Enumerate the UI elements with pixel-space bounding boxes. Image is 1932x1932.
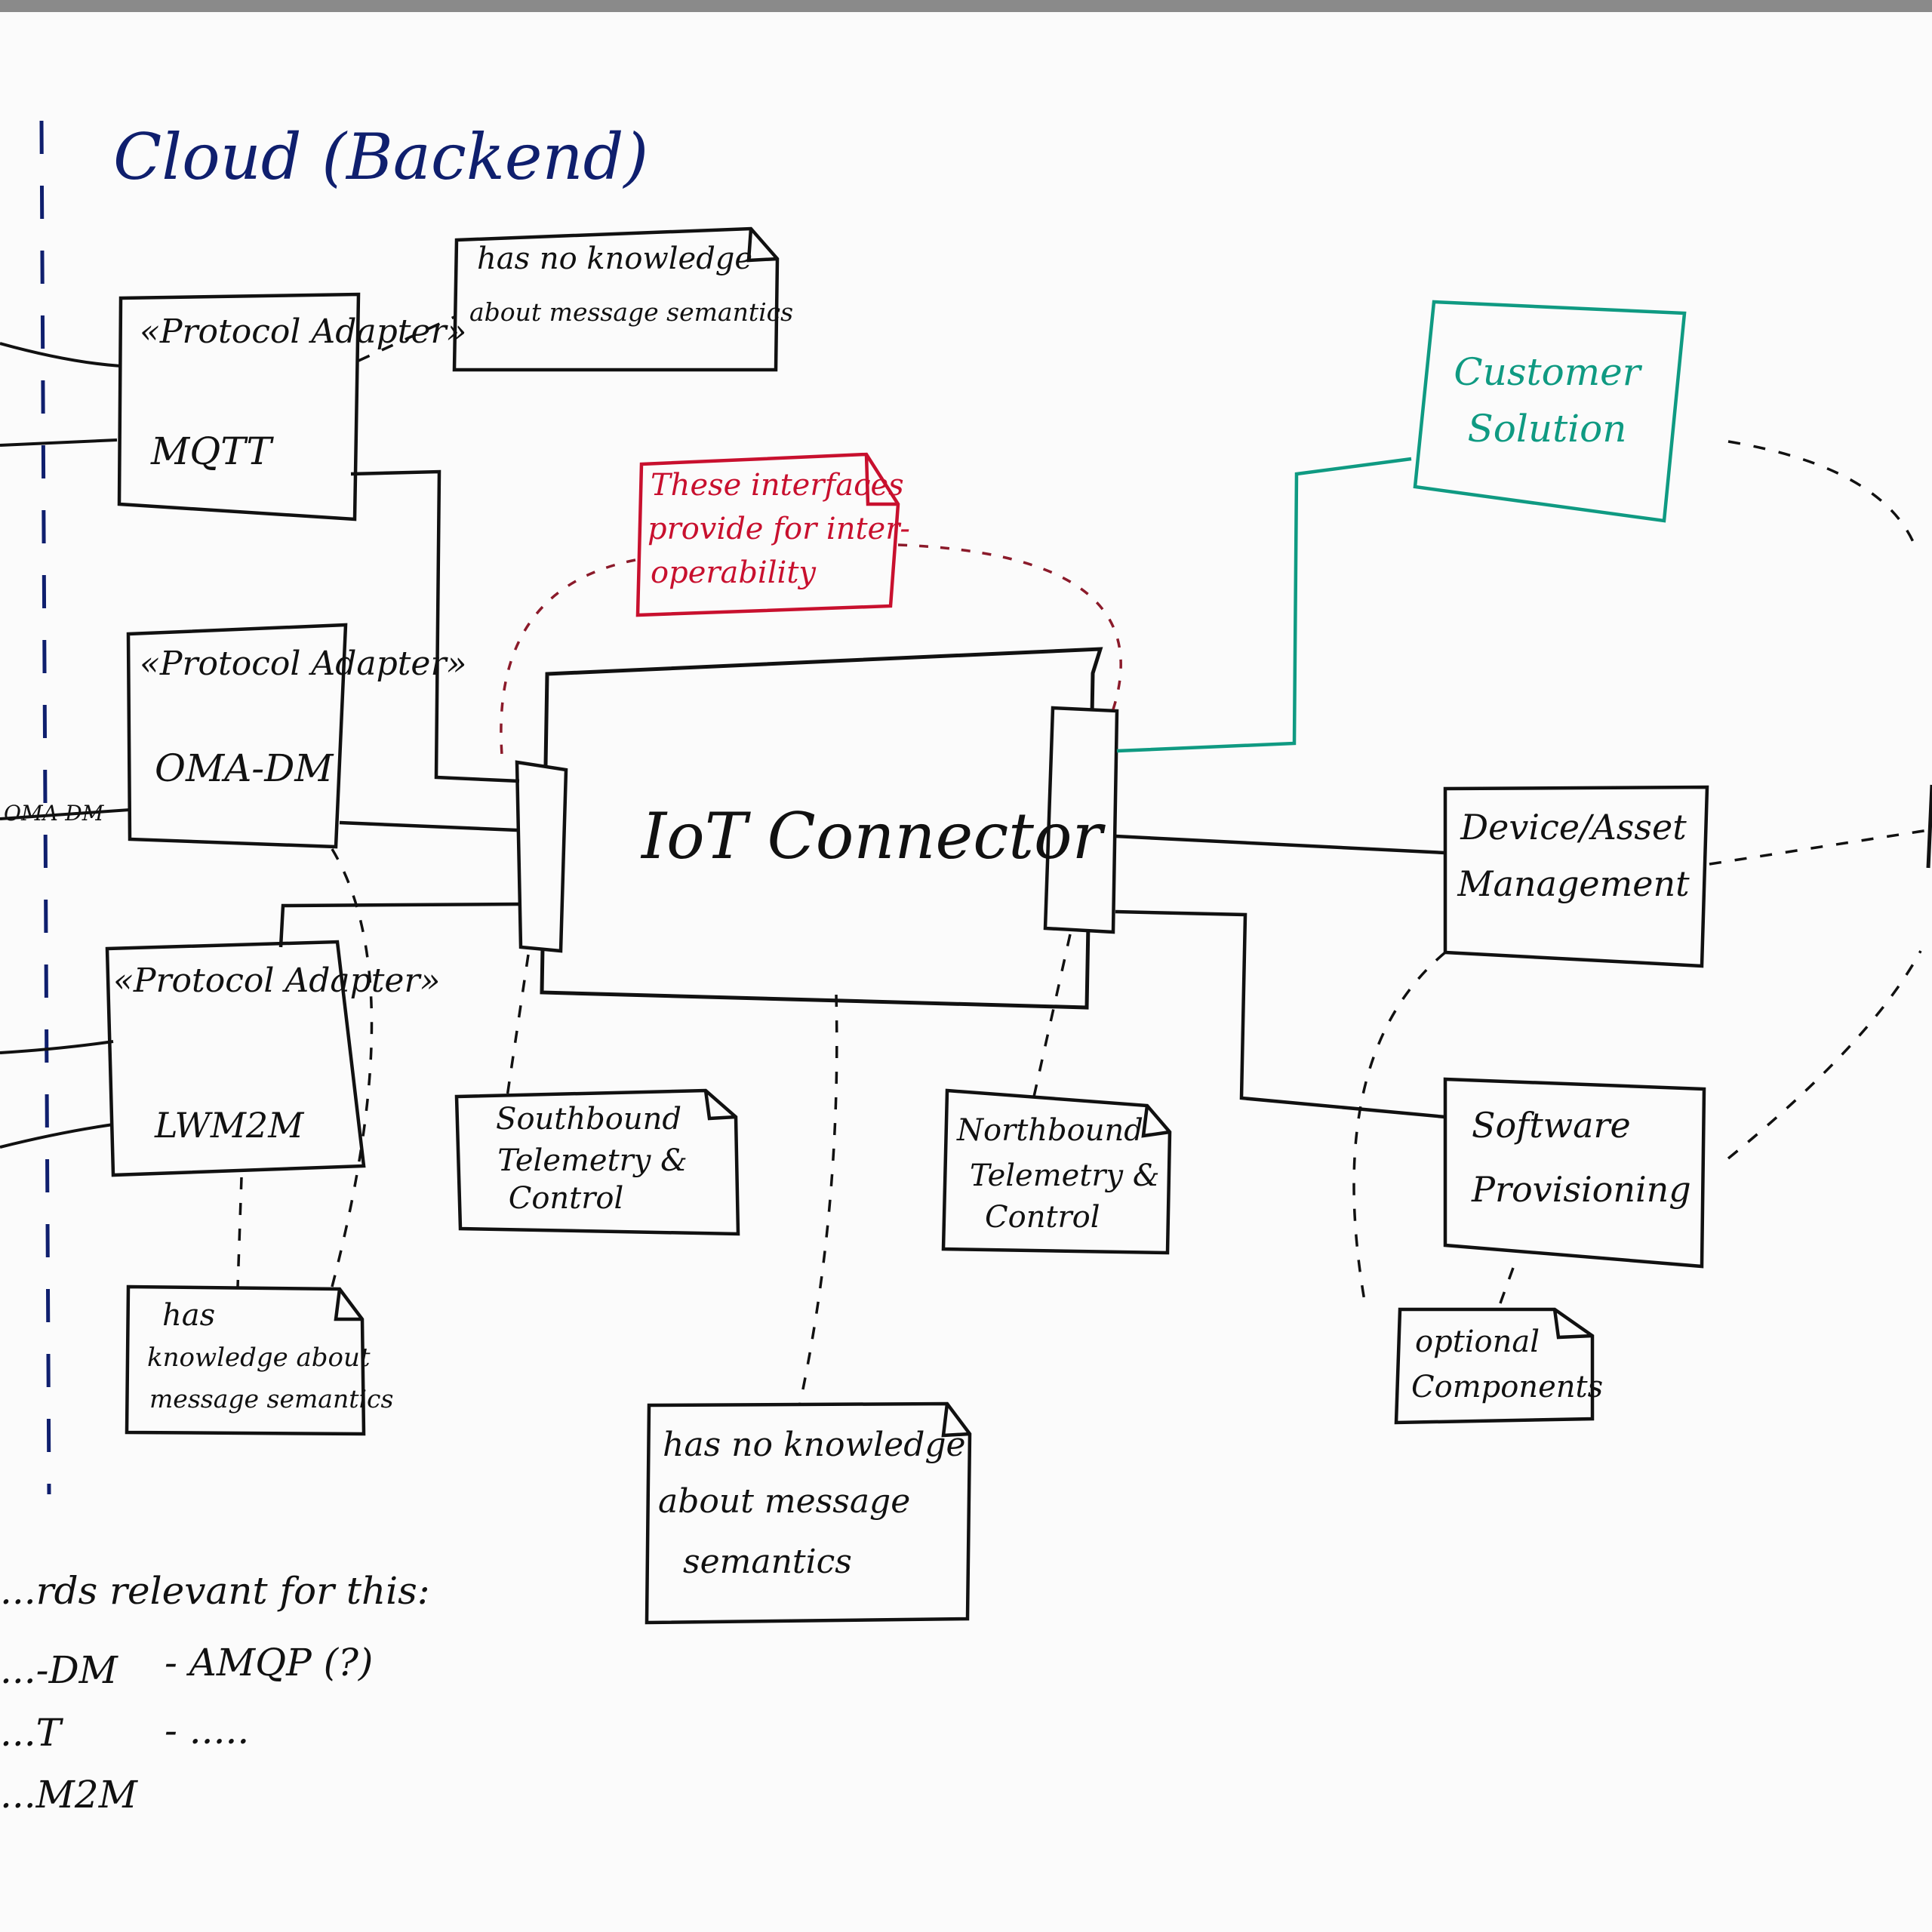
dash-connector-bottom <box>798 994 838 1404</box>
device-mgmt-label-2: Management <box>1457 863 1690 904</box>
note-connector-bottom-fold <box>941 1403 971 1438</box>
edge-label-omadm: OMA-DM <box>4 801 104 826</box>
note-adapter-bottom-line1: has <box>162 1298 216 1333</box>
note-adapter-bottom-line2: knowledge about <box>147 1343 371 1373</box>
board-frame <box>0 0 1932 12</box>
note-northbound-line3: Control <box>985 1200 1100 1235</box>
note-connector-bottom-line2: about message <box>658 1482 911 1521</box>
note-optional-line1: optional <box>1415 1324 1540 1359</box>
note-optional-line2: Components <box>1411 1370 1604 1404</box>
note-adapter-bottom-line3: message semantics <box>149 1384 394 1414</box>
dash-interop-south <box>500 558 636 755</box>
standards-left-1: ...-DM <box>0 1648 118 1692</box>
dash-southbound <box>506 954 530 1097</box>
note-interop-fold <box>864 454 898 506</box>
northbound-port <box>1043 706 1119 934</box>
dash-northbound <box>1032 934 1072 1097</box>
note-adapter-top <box>452 226 780 372</box>
note-connector-bottom-line3: semantics <box>683 1543 852 1581</box>
customer-label-1: Customer <box>1454 350 1641 394</box>
note-interop-line1: These interfaces <box>651 468 904 503</box>
note-adapter-top-line1: has no knowledge <box>477 242 753 276</box>
note-southbound <box>454 1088 740 1236</box>
note-adapter-top-fold <box>746 228 778 263</box>
note-optional <box>1394 1307 1595 1425</box>
note-southbound-line2: Telemetry & <box>497 1143 688 1178</box>
device-management-box <box>1443 785 1709 968</box>
diagram-title: Cloud (Backend) <box>113 120 649 194</box>
note-southbound-line3: Control <box>508 1181 624 1216</box>
adapter-box-mqtt <box>117 292 361 521</box>
southbound-port <box>515 760 568 953</box>
dash-interop-north <box>897 543 1122 710</box>
note-interop-line2: provide for inter- <box>648 512 910 546</box>
note-adapter-bottom <box>125 1284 366 1436</box>
software-label-2: Provisioning <box>1472 1169 1691 1210</box>
offscreen-box-edge <box>1926 784 1932 869</box>
device-management-link <box>1115 834 1446 855</box>
standards-heading: ...rds relevant for this: <box>0 1569 430 1613</box>
standards-left-2: ...T <box>0 1711 62 1755</box>
iot-connector-label: IoT Connector <box>641 799 1103 873</box>
dash-optional-b <box>1497 1267 1515 1310</box>
standards-left-3: ...M2M <box>0 1773 137 1817</box>
adapter-omadm-name: OMA-DM <box>155 746 334 790</box>
adapter-lwm2m-name: LWM2M <box>155 1105 304 1146</box>
note-northbound-fold <box>1141 1105 1171 1138</box>
software-label-1: Software <box>1472 1105 1631 1146</box>
customer-label-2: Solution <box>1467 407 1627 451</box>
note-interop-line3: operability <box>651 555 816 590</box>
customer-solution-box <box>1413 300 1687 523</box>
customer-link <box>1116 457 1412 753</box>
dash-adapter-bottom-a <box>236 1177 243 1287</box>
note-adapter-bottom-fold <box>334 1288 362 1321</box>
note-southbound-fold <box>703 1090 737 1121</box>
device-mgmt-label-1: Device/Asset <box>1460 807 1687 848</box>
note-northbound-line2: Telemetry & <box>970 1158 1160 1193</box>
dash-device-right <box>1709 829 1929 866</box>
adapter-omadm-stereotype: «Protocol Adapter» <box>140 645 467 683</box>
dash-software-right <box>1727 950 1922 1160</box>
dash-adapter-top <box>358 315 455 362</box>
software-provisioning-link <box>1115 909 1446 1119</box>
device-links <box>0 342 131 1149</box>
adapter-connector-links <box>278 469 520 948</box>
note-optional-fold <box>1552 1309 1593 1340</box>
adapter-mqtt-stereotype: «Protocol Adapter» <box>140 312 467 351</box>
dash-optional-a <box>1352 951 1447 1310</box>
standards-right-1: - AMQP (?) <box>165 1641 374 1684</box>
note-northbound <box>941 1088 1172 1255</box>
note-northbound-line1: Northbound <box>957 1113 1143 1148</box>
software-provisioning-box <box>1443 1077 1706 1269</box>
dash-customer-right <box>1727 440 1918 552</box>
adapter-lwm2m-stereotype: «Protocol Adapter» <box>113 961 441 1000</box>
dash-adapter-bottom-b <box>331 848 374 1287</box>
note-southbound-line1: Southbound <box>496 1102 681 1137</box>
adapter-box-omadm <box>126 623 348 849</box>
note-connector-bottom <box>645 1401 972 1625</box>
note-interop <box>635 452 900 617</box>
standards-right-2: - ..... <box>165 1709 250 1752</box>
adapter-box-lwm2m <box>105 940 366 1177</box>
note-adapter-top-line2: about message semantics <box>469 297 794 327</box>
note-connector-bottom-line1: has no knowledge <box>663 1426 966 1464</box>
adapter-mqtt-name: MQTT <box>151 429 272 473</box>
